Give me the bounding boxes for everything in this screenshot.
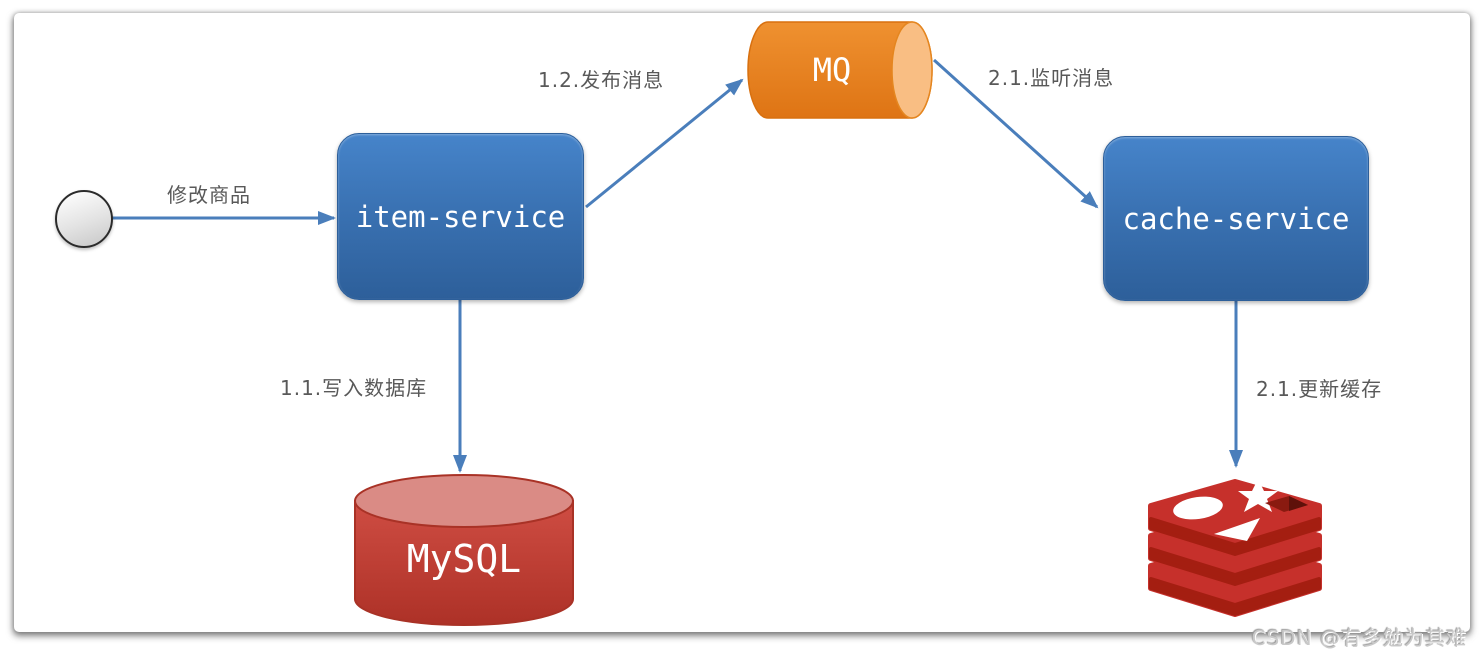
node-cache-service: cache-service xyxy=(1103,136,1369,301)
edge-label-modify-item: 修改商品 xyxy=(167,183,251,207)
node-redis xyxy=(1148,478,1322,626)
edge-label-publish-message: 1.2.发布消息 xyxy=(538,68,665,92)
node-cache-service-label: cache-service xyxy=(1122,201,1350,236)
redis-triangle-shape xyxy=(1214,518,1260,541)
edge-lines xyxy=(112,58,1243,473)
node-item-service: item-service xyxy=(337,133,584,300)
redis-slab-top xyxy=(1148,479,1322,557)
redis-hole-shade xyxy=(1289,496,1308,511)
watermark: CSDN @有多勉为其难 xyxy=(1251,626,1467,650)
edge-label-write-database: 1.1.写入数据库 xyxy=(280,376,428,400)
mq-cylinder xyxy=(747,21,933,119)
redis-icon xyxy=(1148,479,1322,617)
edge-label-update-cache: 2.1.更新缓存 xyxy=(1256,377,1383,401)
start-node-circle xyxy=(55,190,113,248)
edge-mq-to-cache-service xyxy=(932,58,1099,209)
mysql-cylinder xyxy=(354,474,574,626)
node-item-service-label: item-service xyxy=(355,199,566,234)
edge-item-service-to-mq xyxy=(585,78,744,209)
redis-ellipse-shape xyxy=(1173,496,1223,520)
edge-label-listen-message: 2.1.监听消息 xyxy=(988,66,1115,90)
